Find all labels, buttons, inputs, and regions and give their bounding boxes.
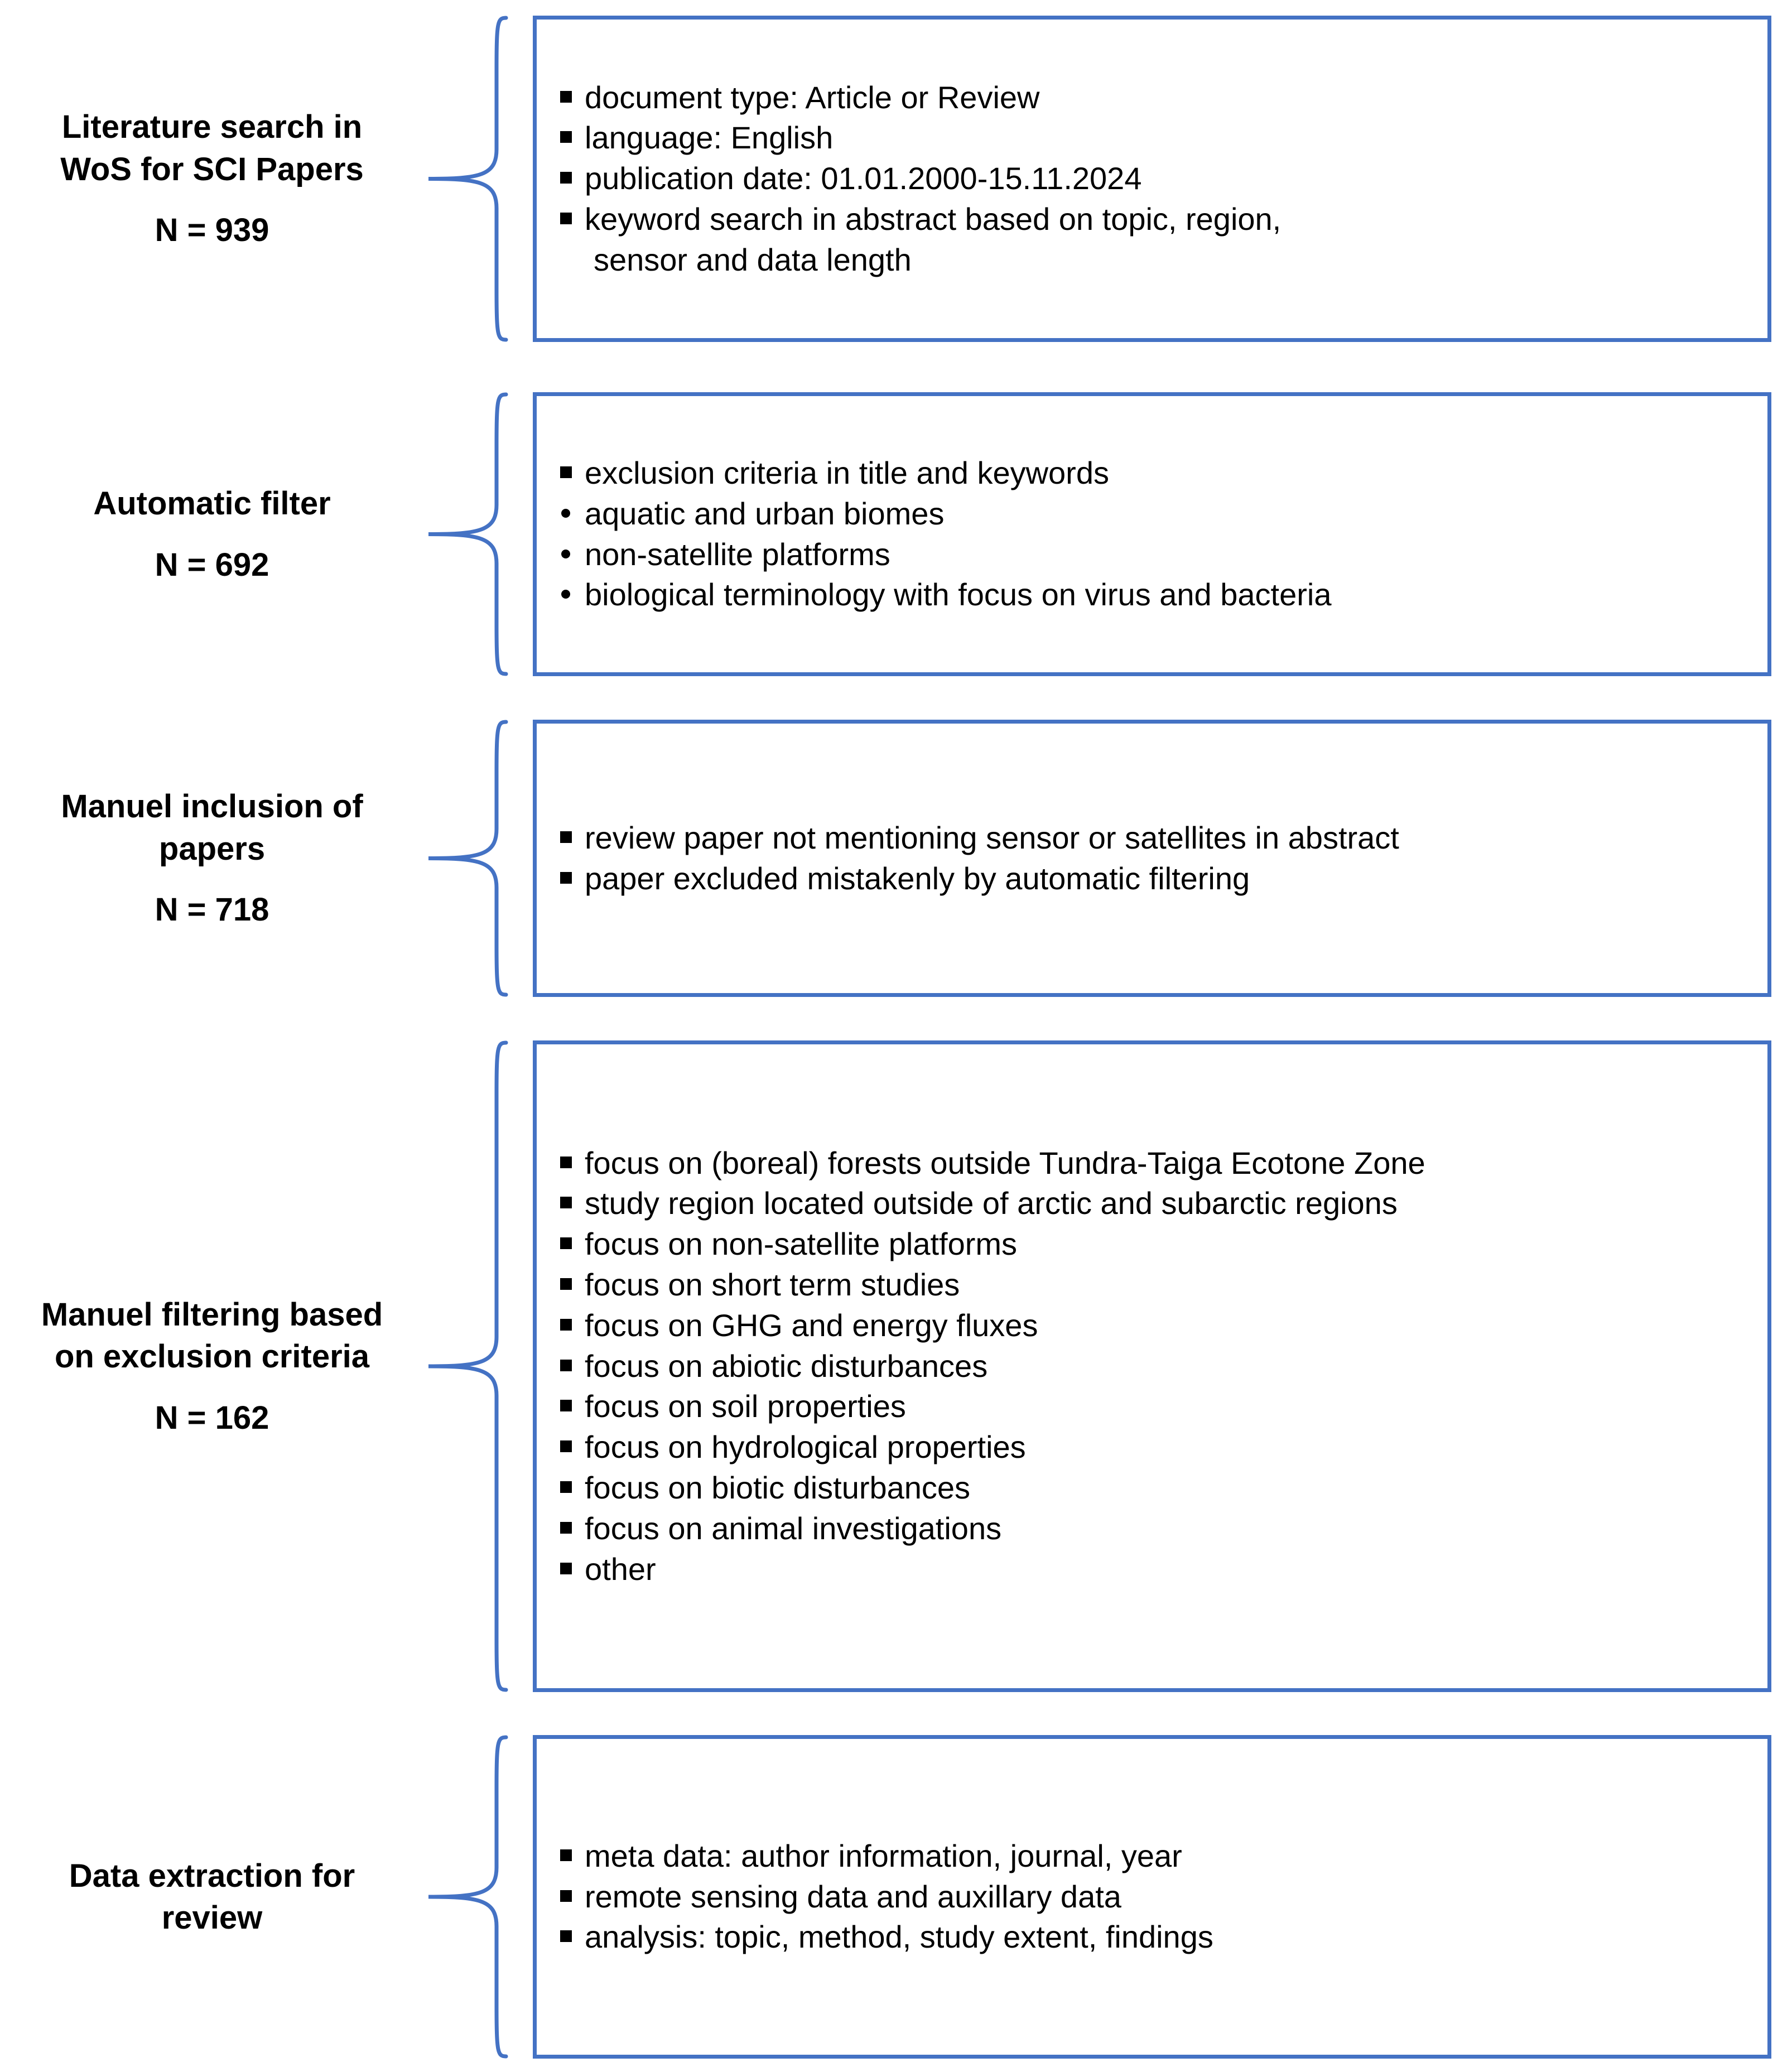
sub-bullet-list: aquatic and urban biomes non-satellite pl… (556, 494, 1748, 615)
stage-brace (425, 1040, 509, 1692)
curly-brace-icon (428, 392, 508, 676)
bullet-item: focus on (boreal) forests outside Tundra… (556, 1143, 1748, 1184)
stage-content-inner: focus on (boreal) forests outside Tundra… (537, 1044, 1767, 1688)
stage-brace (425, 16, 509, 342)
stage-content-inner: meta data: author information, journal, … (537, 1739, 1767, 2055)
bullet-text: remote sensing data and auxillary data (585, 1878, 1121, 1914)
bullet-item: focus on hydrological properties (556, 1427, 1748, 1468)
bullet-text: exclusion criteria in title and keywords (585, 455, 1109, 490)
stage-brace (425, 392, 509, 676)
bullet-item: focus on non-satellite platforms (556, 1224, 1748, 1265)
bullet-text: focus on GHG and energy fluxes (585, 1307, 1038, 1343)
bullet-list: meta data: author information, journal, … (556, 1836, 1748, 1958)
bullet-text: study region located outside of arctic a… (585, 1186, 1398, 1221)
bullet-text: focus on soil properties (585, 1389, 906, 1424)
bullet-item: analysis: topic, method, study extent, f… (556, 1917, 1748, 1958)
bullet-item: sensor and data length (556, 240, 1748, 281)
bullet-item: document type: Article or Review (556, 78, 1748, 118)
curly-brace-icon (428, 1735, 508, 2059)
bullet-item: publication date: 01.01.2000-15.11.2024 (556, 158, 1748, 199)
bullet-text: sensor and data length (594, 242, 912, 277)
stage-label-title: Literature search in WoS for SCI Papers (60, 109, 364, 187)
bullet-list: review paper not mentioning sensor or sa… (556, 818, 1748, 899)
stage-label-title: Data extraction for review (69, 1857, 355, 1936)
stage-label: Manuel filtering based on exclusion crit… (0, 1040, 424, 1692)
bullet-item: paper excluded mistakenly by automatic f… (556, 859, 1748, 899)
bullet-text: focus on hydrological properties (585, 1429, 1026, 1465)
stage-label-title: Manuel inclusion of papers (61, 788, 363, 867)
sub-bullet-text: non-satellite platforms (585, 536, 890, 572)
bullet-item: language: English (556, 118, 1748, 158)
bullet-list: exclusion criteria in title and keywords… (556, 453, 1748, 615)
bullet-text: focus on biotic disturbances (585, 1469, 971, 1505)
bullet-item: study region located outside of arctic a… (556, 1183, 1748, 1224)
bullet-item: meta data: author information, journal, … (556, 1836, 1748, 1877)
bullet-item: focus on short term studies (556, 1265, 1748, 1305)
stage-content-box: meta data: author information, journal, … (533, 1735, 1771, 2059)
bullet-item: keyword search in abstract based on topi… (556, 199, 1748, 240)
stage-count: N = 162 (155, 1399, 269, 1436)
bullet-list: document type: Article or Review language… (556, 78, 1748, 281)
bullet-text: keyword search in abstract based on topi… (585, 201, 1282, 237)
curly-brace-icon (428, 720, 508, 997)
bullet-item: focus on abiotic disturbances (556, 1346, 1748, 1387)
bullet-text: focus on animal investigations (585, 1510, 1002, 1546)
stage-content-box: review paper not mentioning sensor or sa… (533, 720, 1771, 997)
stage-content-box: document type: Article or Review language… (533, 16, 1771, 342)
stage-content-box: exclusion criteria in title and keywords… (533, 392, 1771, 676)
bullet-text: focus on abiotic disturbances (585, 1348, 988, 1384)
bullet-item: remote sensing data and auxillary data (556, 1877, 1748, 1917)
bullet-text: paper excluded mistakenly by automatic f… (585, 860, 1250, 896)
sub-bullet-item: biological terminology with focus on vir… (556, 575, 1748, 615)
bullet-item: focus on biotic disturbances (556, 1468, 1748, 1509)
bullet-text: focus on non-satellite platforms (585, 1226, 1018, 1262)
bullet-text: focus on short term studies (585, 1267, 960, 1302)
bullet-text: other (585, 1551, 656, 1587)
stage-content-inner: review paper not mentioning sensor or sa… (537, 724, 1767, 993)
bullet-item: focus on animal investigations (556, 1509, 1748, 1549)
sub-bullet-text: aquatic and urban biomes (585, 495, 945, 531)
stage-content-inner: document type: Article or Review language… (537, 20, 1767, 338)
bullet-item: other (556, 1549, 1748, 1590)
stage-label-title: Automatic filter (93, 485, 331, 522)
bullet-text: document type: Article or Review (585, 79, 1040, 115)
stage-content-inner: exclusion criteria in title and keywords… (537, 396, 1767, 672)
sub-bullet-item: aquatic and urban biomes (556, 494, 1748, 534)
bullet-item: review paper not mentioning sensor or sa… (556, 818, 1748, 859)
bullet-text: meta data: author information, journal, … (585, 1838, 1182, 1873)
stage-brace (425, 720, 509, 997)
stage-count: N = 692 (155, 546, 269, 583)
stage-label: Automatic filter N = 692 (0, 392, 424, 676)
stage-label: Data extraction for review (0, 1735, 424, 2059)
stage-content-box: focus on (boreal) forests outside Tundra… (533, 1040, 1771, 1692)
stage-label: Manuel inclusion of papers N = 718 (0, 720, 424, 997)
bullet-item: focus on soil properties (556, 1386, 1748, 1427)
bullet-text: review paper not mentioning sensor or sa… (585, 820, 1399, 855)
bullet-list: focus on (boreal) forests outside Tundra… (556, 1143, 1748, 1590)
bullet-text: focus on (boreal) forests outside Tundra… (585, 1145, 1425, 1180)
curly-brace-icon (428, 16, 508, 342)
stage-count: N = 718 (155, 892, 269, 928)
bullet-item: exclusion criteria in title and keywords (556, 453, 1748, 494)
bullet-text: language: English (585, 120, 834, 156)
sub-bullet-text: biological terminology with focus on vir… (585, 577, 1332, 613)
bullet-item: focus on GHG and energy fluxes (556, 1305, 1748, 1346)
bullet-text: publication date: 01.01.2000-15.11.2024 (585, 161, 1142, 196)
curly-brace-icon (428, 1040, 508, 1692)
sub-bullet-item: non-satellite platforms (556, 534, 1748, 575)
stage-count: N = 939 (155, 212, 269, 249)
bullet-text: analysis: topic, method, study extent, f… (585, 1919, 1213, 1955)
stage-brace (425, 1735, 509, 2059)
stage-label-title: Manuel filtering based on exclusion crit… (41, 1296, 383, 1375)
